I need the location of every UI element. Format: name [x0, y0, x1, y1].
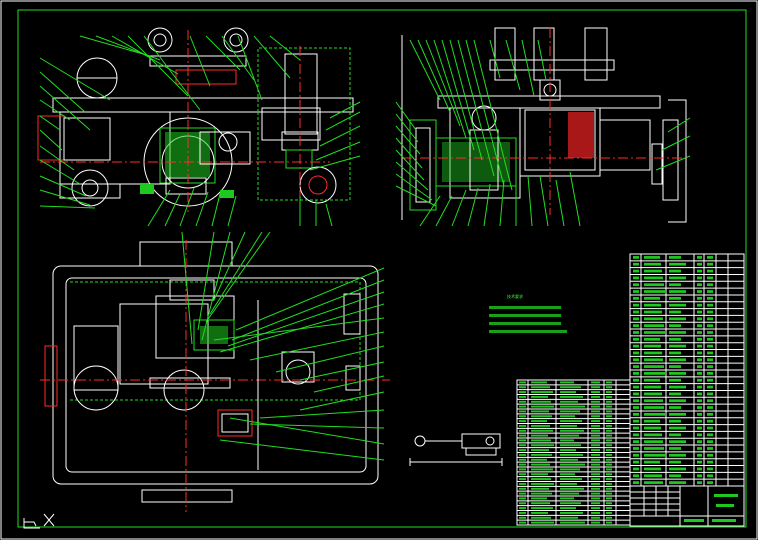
title-block — [629, 485, 745, 527]
plan-view — [40, 240, 390, 512]
ucs-axis-icon — [23, 513, 55, 529]
notes: 技术要求 — [489, 293, 567, 333]
bom-table-lower — [516, 379, 631, 526]
detail-view — [409, 433, 503, 466]
inner-frame — [17, 9, 747, 528]
bom-table-upper — [629, 253, 745, 487]
leader-lines — [39, 35, 691, 461]
side-view — [401, 27, 690, 223]
notes-title: 技术要求 — [507, 293, 523, 299]
front-view — [37, 27, 354, 225]
